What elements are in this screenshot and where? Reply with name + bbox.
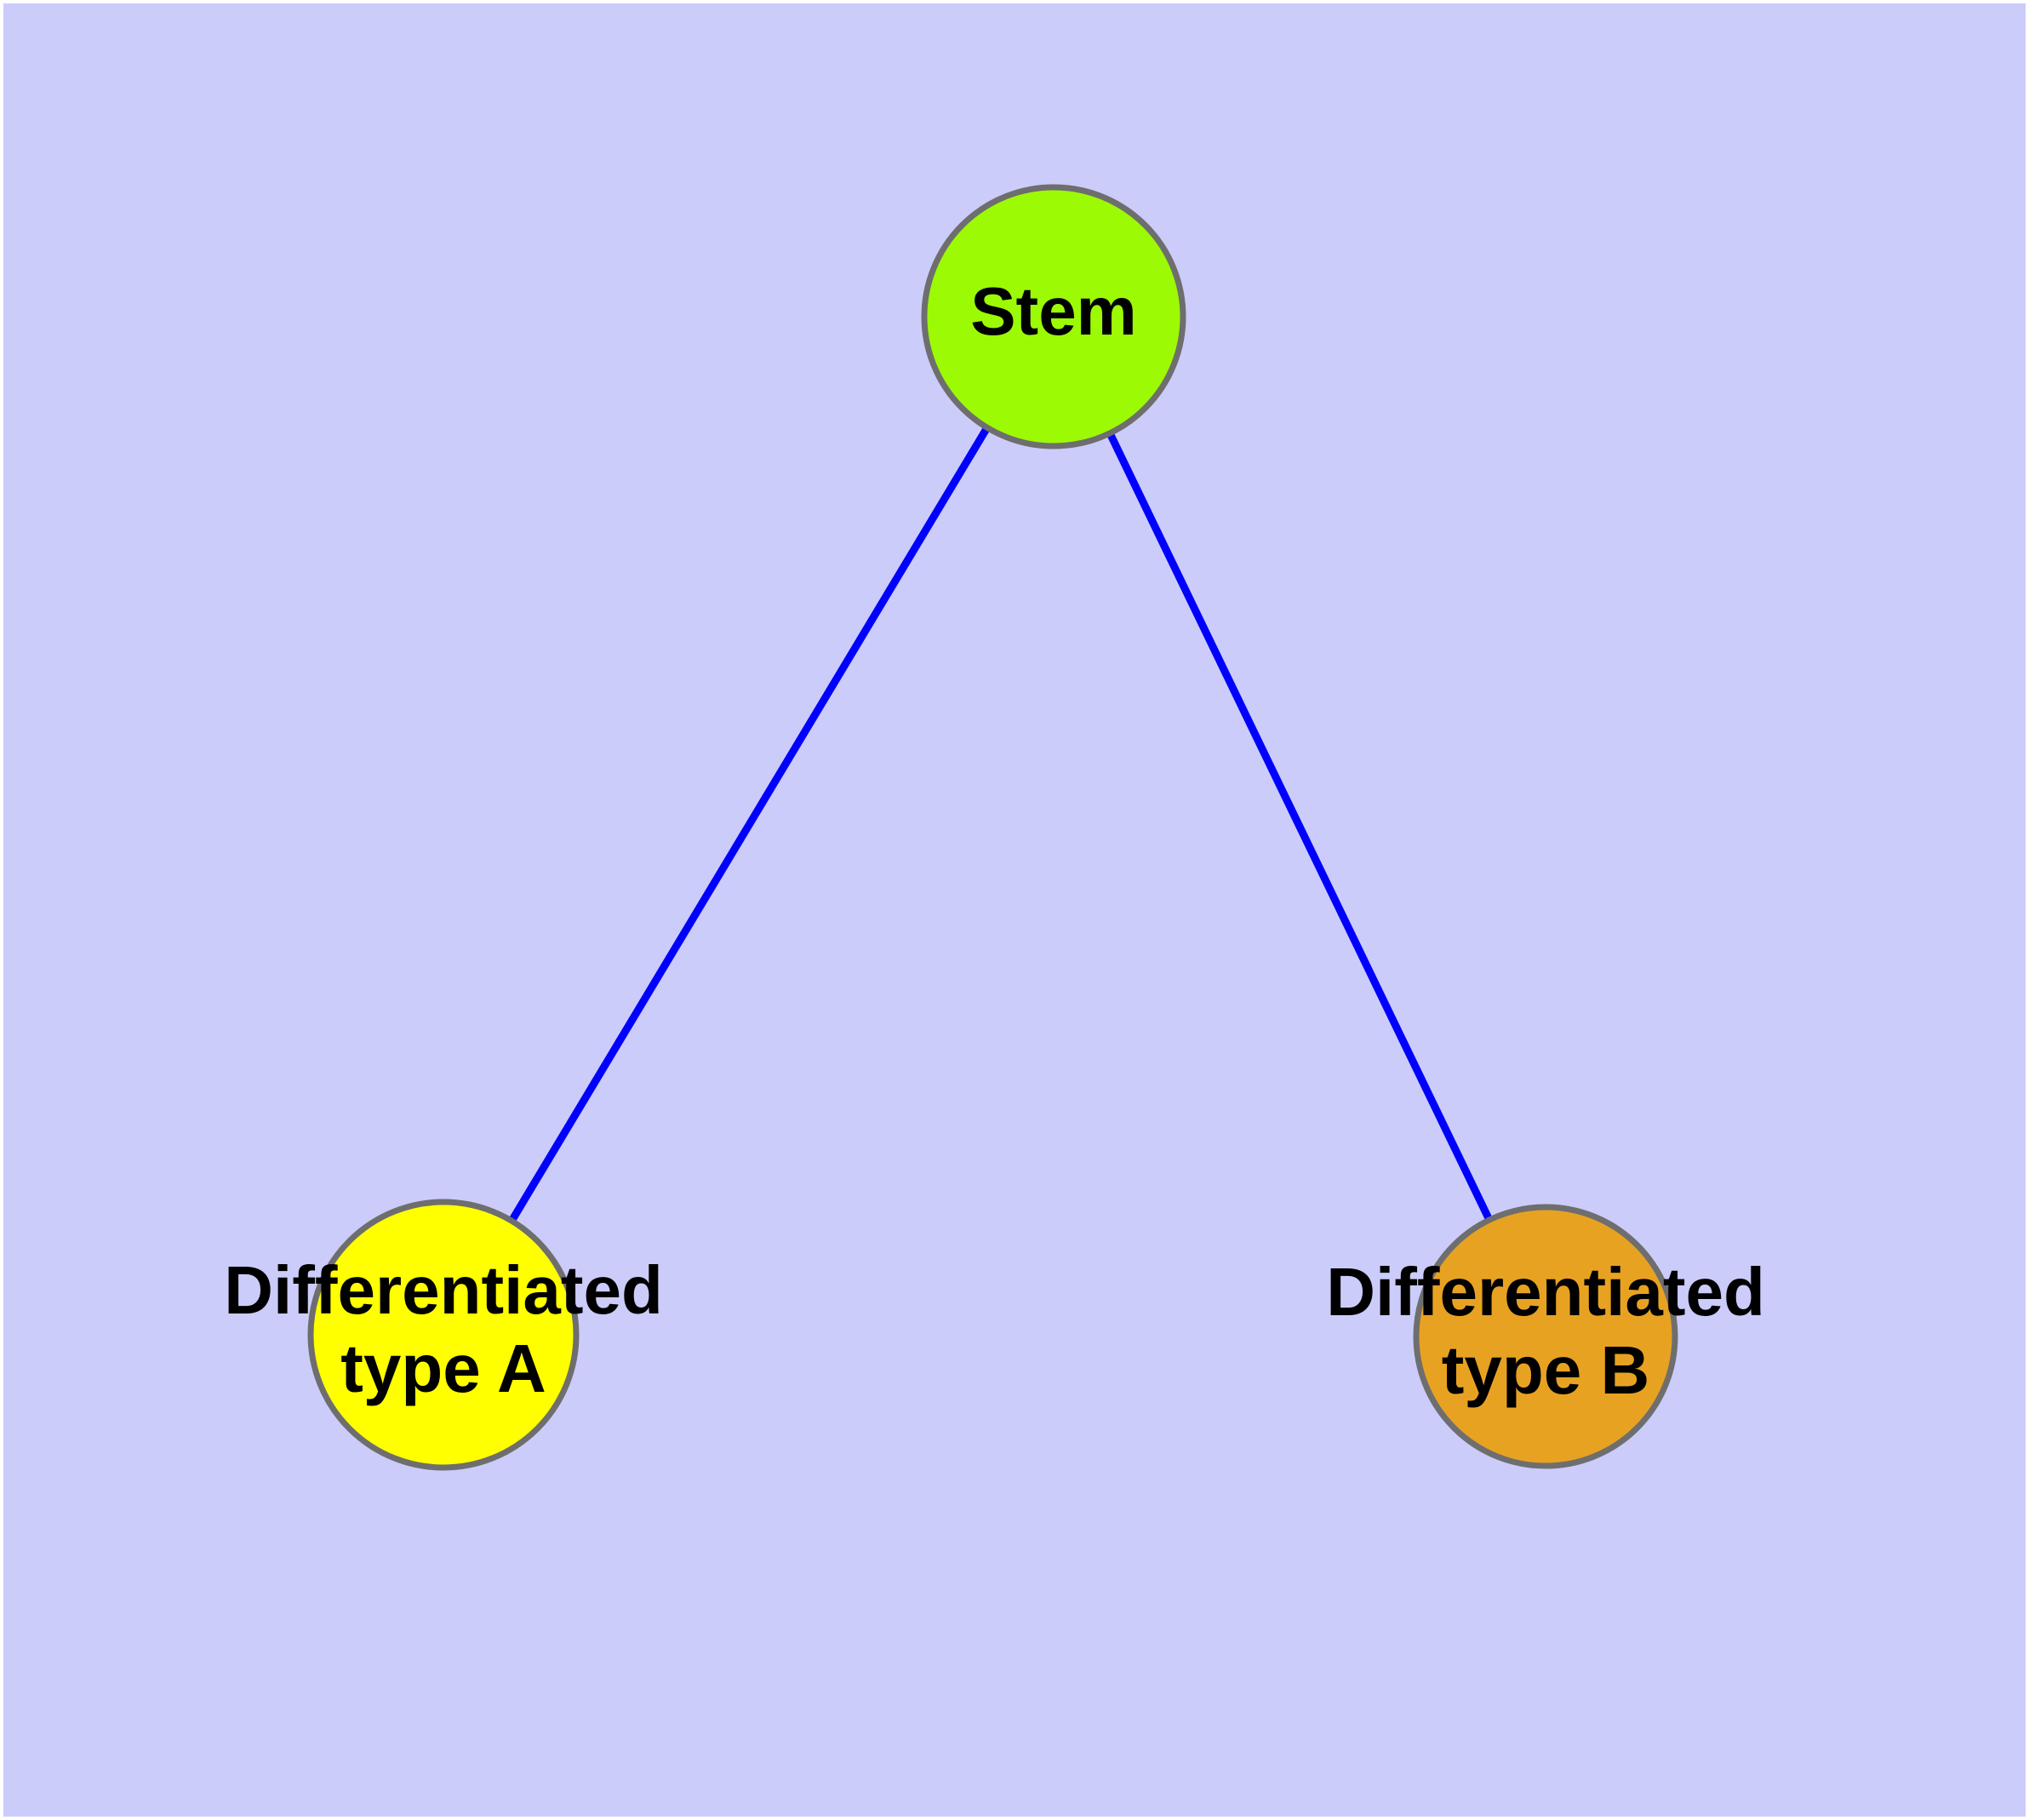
edge-stem-to-a	[507, 424, 992, 1225]
edges-layer	[507, 424, 1494, 1225]
node-diff_b[interactable]	[1413, 1204, 1678, 1469]
edge-stem-to-b	[1106, 430, 1494, 1223]
node-label-line: Differentiated	[1326, 1254, 1765, 1330]
node-stem[interactable]	[921, 184, 1186, 449]
node-label-line: Differentiated	[224, 1252, 663, 1328]
nodes-layer	[307, 184, 1678, 1471]
node-diff_a[interactable]	[307, 1199, 580, 1471]
node-label-stem: Stem	[970, 273, 1137, 349]
node-label-line: type A	[340, 1331, 546, 1406]
node-label-line: type B	[1442, 1332, 1650, 1408]
node-label-line: Stem	[970, 273, 1137, 349]
